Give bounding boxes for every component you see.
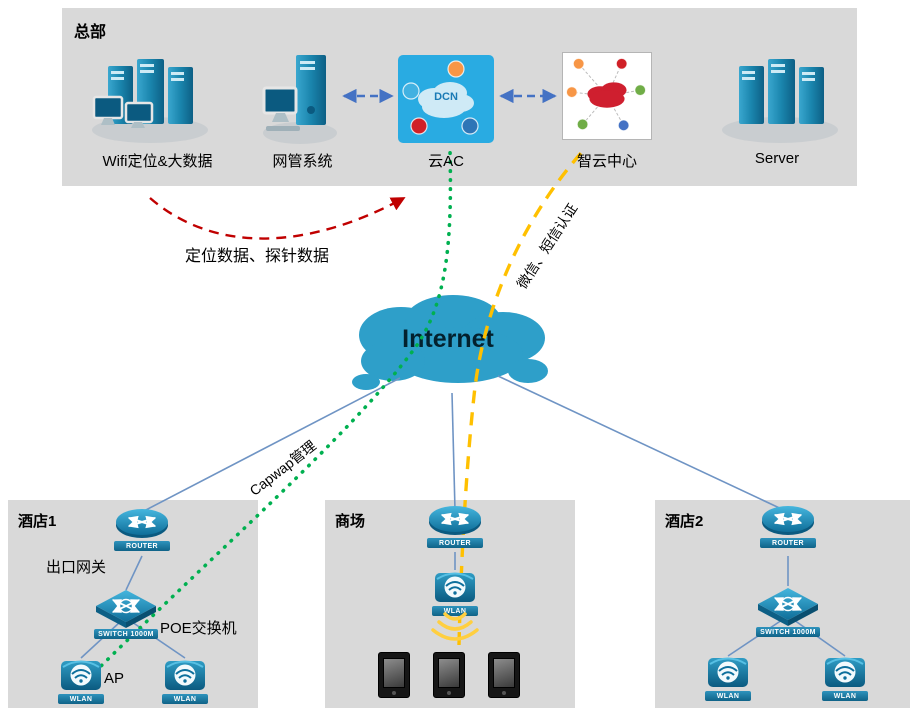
nms-computer-icon [262, 55, 337, 144]
server-label: Server [754, 150, 800, 167]
hotel2-ap1: WLAN [705, 652, 751, 701]
switch-caption: SWITCH 1000M [756, 627, 820, 637]
positioning-data-label: 定位数据、探针数据 [185, 248, 330, 265]
internet-cloud: Internet [338, 283, 558, 398]
wlan-caption: WLAN [58, 694, 104, 704]
smart-cloud-label: 智云中心 [576, 153, 637, 170]
hotel2-switch: SWITCH 1000M [756, 586, 820, 637]
tablet-home-button [392, 691, 396, 695]
wifi-bigdata-icon [92, 59, 208, 143]
tablet-icon [488, 652, 520, 698]
hotel1-ap-label: AP [104, 670, 125, 687]
wifi-beams-icon [431, 612, 479, 641]
wlan-ap-icon [708, 657, 748, 687]
wlan-ap-icon [165, 660, 205, 690]
hotel2-title: 酒店2 [665, 513, 704, 530]
router-icon [762, 506, 814, 535]
router-caption: ROUTER [760, 538, 816, 548]
switch-caption: SWITCH 1000M [94, 629, 158, 639]
cloud-ac-box: DCN [398, 55, 494, 143]
tablet-screen [438, 658, 460, 688]
mall-router: ROUTER [427, 503, 483, 548]
hotel1-gateway-label: 出口网关 [46, 559, 107, 576]
hotel1-switch: SWITCH 1000M [94, 588, 158, 639]
hotel2-ap2: WLAN [822, 652, 868, 701]
mall-title: 商场 [335, 513, 366, 530]
router-caption: ROUTER [427, 538, 483, 548]
capwap-label: Capwap管理 [246, 437, 319, 499]
tablet-home-button [447, 691, 451, 695]
hq-title: 总部 [74, 24, 107, 41]
router-caption: ROUTER [114, 541, 170, 551]
wlan-caption: WLAN [705, 691, 751, 701]
dcn-cloud-icon [402, 60, 479, 135]
wlan-ap-icon [435, 572, 475, 602]
hotel1-ap2: WLAN [162, 655, 208, 704]
auth-label: 微信、短信认证 [513, 200, 581, 292]
wlan-caption: WLAN [162, 694, 208, 704]
hotel1-ap1: WLAN [58, 655, 104, 704]
server-cluster-icon [722, 59, 838, 143]
tablet-icon [433, 652, 465, 698]
tablet-icon [378, 652, 410, 698]
smart-cloud-icon [565, 57, 647, 132]
service-node-dots [402, 60, 479, 135]
hotel1-title: 酒店1 [18, 513, 57, 530]
wlan-caption: WLAN [432, 606, 478, 616]
l2-switch-icon [758, 588, 818, 626]
positioning-data-flow-line [149, 196, 406, 240]
hotel2-router: ROUTER [760, 503, 816, 548]
service-node-dots [565, 57, 647, 132]
tablet-home-button [502, 691, 506, 695]
hotel1-router: ROUTER [114, 506, 170, 551]
dcn-label: DCN [434, 91, 458, 103]
wlan-caption: WLAN [822, 691, 868, 701]
internet-label: Internet [402, 325, 494, 353]
router-icon [116, 509, 168, 538]
cloud-ac-label: 云AC [428, 153, 464, 170]
wlan-ap-icon [61, 660, 101, 690]
wlan-ap-icon [825, 657, 865, 687]
tablet-screen [383, 658, 405, 688]
tablet-screen [493, 658, 515, 688]
router-icon [429, 506, 481, 535]
hotel1-poe-label: POE交换机 [160, 620, 237, 637]
mall-wlan: WLAN [432, 567, 478, 616]
l2-switch-icon [96, 590, 156, 628]
nms-label: 网管系统 [272, 153, 333, 170]
wifi-bigdata-label: Wifi定位&大数据 [102, 153, 213, 170]
smart-cloud-box [562, 52, 652, 140]
